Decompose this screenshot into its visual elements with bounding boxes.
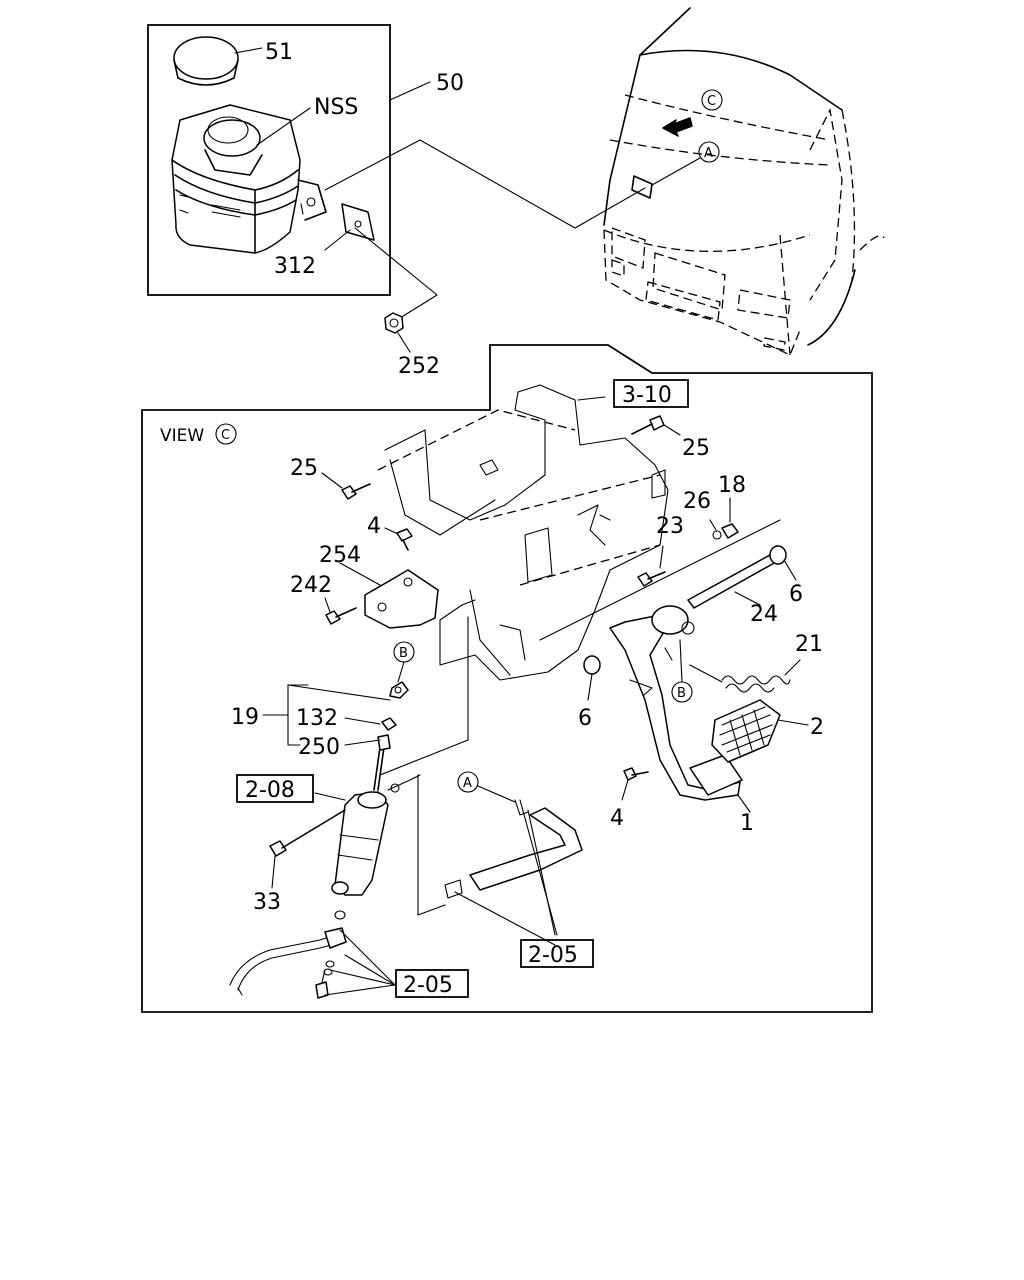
leader-3-10 <box>577 396 606 401</box>
reservoir-inset <box>147 24 431 296</box>
pedal-pad <box>711 699 809 763</box>
bolt-33 <box>269 809 346 889</box>
leader-2-05-c <box>329 969 396 986</box>
bracket-254 <box>339 562 439 629</box>
callout-252: 252 <box>398 354 440 379</box>
leader-2-08 <box>314 792 346 801</box>
callout-312: 312 <box>274 254 316 279</box>
leader-b-upper <box>397 661 405 683</box>
leader-2-05-d <box>324 984 396 996</box>
callout-21: 21 <box>795 632 823 657</box>
callout-33: 33 <box>253 890 281 915</box>
bolt-25-left <box>321 472 371 500</box>
ref-box-2-08 <box>236 774 314 803</box>
leader-2-05-b <box>344 954 396 986</box>
leader-2-05-e <box>454 891 556 946</box>
callout-18: 18 <box>718 473 746 498</box>
callout-nss: NSS <box>314 95 358 120</box>
clutch-pedal <box>609 605 751 813</box>
callout-132: 132 <box>296 706 338 731</box>
bolt-23 <box>637 545 666 587</box>
screw-4-upper <box>384 527 413 551</box>
nut-252 <box>384 312 411 353</box>
callout-4-upper: 4 <box>367 514 381 539</box>
callout-250: 250 <box>298 735 340 760</box>
ref-box-2-05-right <box>520 939 594 968</box>
return-spring <box>689 659 801 693</box>
callout-2: 2 <box>810 715 824 740</box>
reservoir-location-line <box>324 139 646 229</box>
callout-25-left: 25 <box>290 456 318 481</box>
callout-19: 19 <box>231 705 259 730</box>
callout-254: 254 <box>319 543 361 568</box>
leader-b-lower <box>679 639 683 683</box>
ref-box-2-05-left <box>395 969 469 998</box>
leader-a-lower <box>477 785 516 803</box>
bushing-6-left <box>583 655 601 701</box>
callout-6-left: 6 <box>578 706 592 731</box>
callout-25-right: 25 <box>682 436 710 461</box>
nut-18-washer-26 <box>709 497 739 540</box>
ref-b-lower: B <box>677 686 686 701</box>
view-marker: C <box>221 428 230 443</box>
view-c-frame <box>141 344 873 1013</box>
bolt-25-right <box>631 415 681 436</box>
ref-3-10: 3-10 <box>622 383 672 408</box>
ref-a-top: A <box>704 146 713 161</box>
leader-132 <box>344 717 381 725</box>
master-cylinder <box>331 774 421 896</box>
screw-4-lower <box>621 767 649 801</box>
view-marker-circle <box>215 423 237 445</box>
callout-6-right: 6 <box>789 582 803 607</box>
ref-2-05-right: 2-05 <box>528 943 578 968</box>
mounting-plate <box>341 203 375 241</box>
callout-50: 50 <box>436 71 464 96</box>
leader-250 <box>344 739 381 746</box>
leader-2-05-f <box>527 809 556 936</box>
callout-51: 51 <box>265 40 293 65</box>
ref-b-upper: B <box>399 646 408 661</box>
ref-circle-a-lower <box>457 771 479 793</box>
nut-location-line <box>354 227 438 319</box>
truck-cab <box>603 7 885 356</box>
reservoir-inset-frame <box>147 24 391 296</box>
view-label: VIEW <box>160 426 204 446</box>
leader-2-05-g <box>519 799 558 936</box>
callout-23: 23 <box>656 514 684 539</box>
ref-c-top: C <box>707 94 716 109</box>
ref-box-3-10 <box>613 379 689 408</box>
bushing-6-right <box>769 545 797 581</box>
callout-26: 26 <box>683 489 711 514</box>
ref-circle-a-top <box>698 141 720 163</box>
callout-242: 242 <box>290 573 332 598</box>
ref-a-lower: A <box>463 776 472 791</box>
bolt-242 <box>324 597 357 625</box>
clevis-assembly <box>373 681 409 791</box>
reservoir-cap <box>173 36 239 86</box>
callout-24: 24 <box>750 602 778 627</box>
leader-19-top <box>287 684 391 701</box>
clutch-hose <box>379 616 583 916</box>
pedal-bracket <box>377 384 669 681</box>
ref-circle-c-top <box>701 89 723 111</box>
lower-pipe <box>229 910 347 999</box>
leader-a-top <box>651 157 701 186</box>
leader-2-05-a <box>339 929 396 986</box>
callout-4-lower: 4 <box>610 806 624 831</box>
ref-2-08: 2-08 <box>245 778 295 803</box>
ref-2-05-left: 2-05 <box>403 973 453 998</box>
callout-1: 1 <box>740 811 754 836</box>
fluid-reservoir <box>171 104 327 254</box>
